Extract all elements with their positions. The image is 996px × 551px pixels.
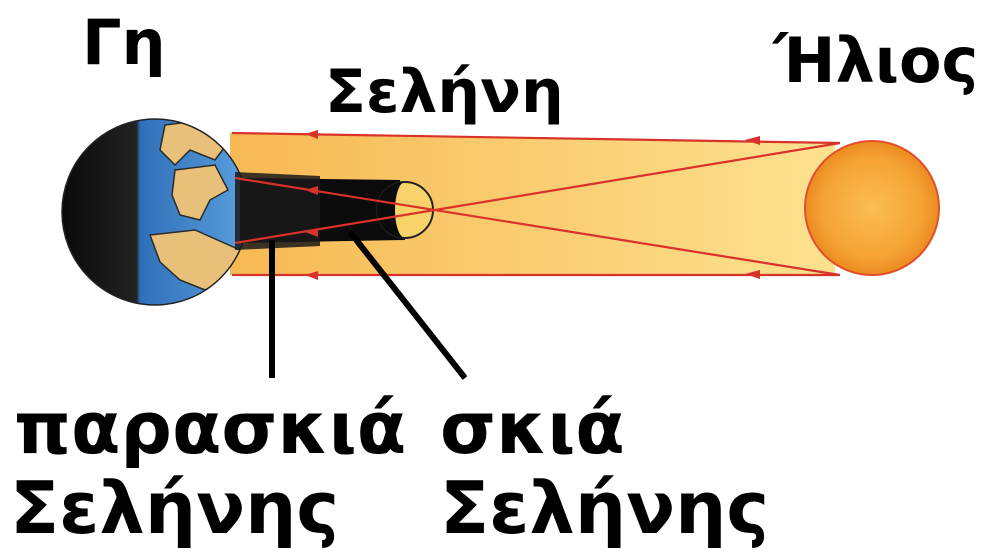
moon-label: Σελήνη: [325, 62, 564, 122]
earth: [62, 119, 248, 305]
sun-label: Ήλιος: [773, 30, 978, 92]
moon: [377, 182, 433, 238]
umbra-label-line2: Σελήνης: [440, 472, 769, 544]
umbra-label-line1: σκιά: [440, 392, 625, 464]
sun: [805, 141, 939, 275]
earth-label: Γη: [82, 12, 166, 74]
penumbra-label-line1: παρασκιά: [14, 392, 406, 464]
penumbra-label-line2: Σελήνης: [10, 472, 339, 544]
